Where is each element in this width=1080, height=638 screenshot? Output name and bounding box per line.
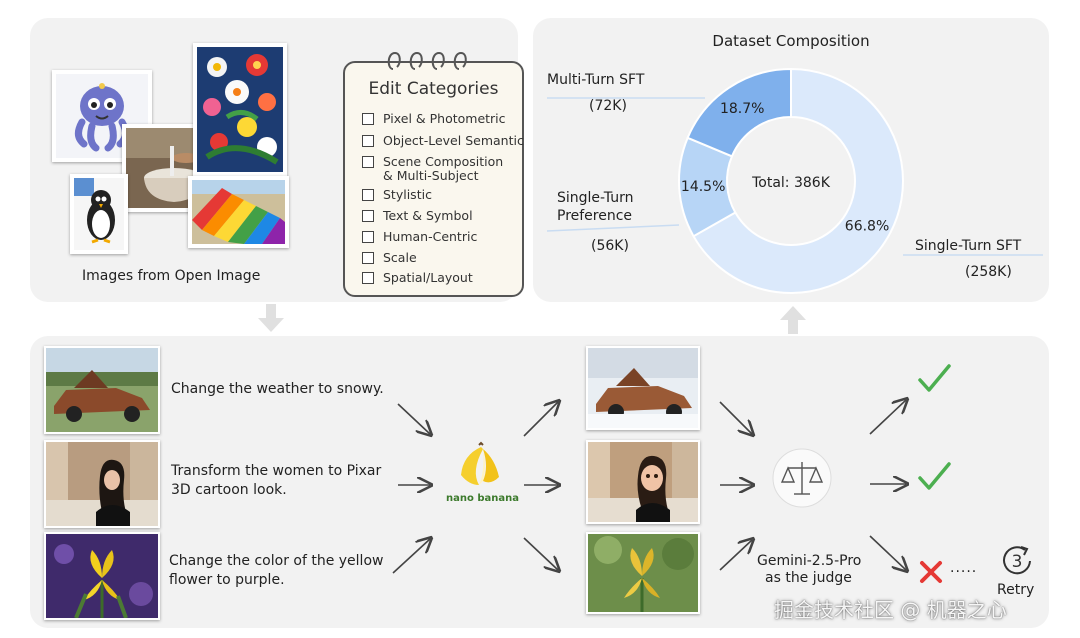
cross-mark-icon xyxy=(920,561,942,583)
donut-slices xyxy=(678,67,904,294)
penguin-sticker-photo xyxy=(70,174,128,254)
judge-label-line-1: Gemini-2.5-Pro xyxy=(757,553,862,569)
source-images-panel: Images from Open Image Edit Categories P… xyxy=(30,18,524,302)
leader-line xyxy=(546,224,680,232)
slice-count-label: (258K) xyxy=(965,264,1012,280)
source-woman-photo xyxy=(44,440,160,528)
slice-name-label: Multi-Turn SFT xyxy=(547,72,645,88)
arrow-out1-to-judge xyxy=(719,401,752,434)
arrow-judge-to-cross xyxy=(869,535,906,570)
hot-air-balloon-photo xyxy=(188,176,289,248)
checkbox-icon xyxy=(362,189,374,201)
checkbox-icon xyxy=(362,113,374,125)
check-mark-icon xyxy=(918,462,951,490)
slice-name-label: Single-Turn SFT xyxy=(915,238,1022,254)
output-flower-photo xyxy=(586,532,700,614)
slice-labels: 66.8% 14.5% 18.7% Single-Turn SFT (258K) Sing… xyxy=(547,72,1022,280)
up-arrow-icon xyxy=(780,306,806,334)
scales-of-justice-icon xyxy=(772,448,832,508)
svg-text:3: 3 xyxy=(1012,552,1023,572)
checkbox-icon xyxy=(362,252,374,264)
checkbox-icon xyxy=(362,156,374,168)
donut-slice-single-turn-sft xyxy=(692,67,904,294)
check-mark-icon xyxy=(918,364,951,392)
dataset-composition-panel: Dataset Composition 66.8% 14.5% 18.7% Singl… xyxy=(533,18,1049,302)
arrow-prompt1-to-model xyxy=(397,403,430,434)
prompt-3-line-2: flower to purple. xyxy=(169,572,285,588)
pipeline-arrows xyxy=(392,336,1049,628)
down-arrow-icon xyxy=(258,304,284,332)
chart-title: Dataset Composition xyxy=(712,32,869,50)
watermark: 掘金技术社区 @ 机器之心 xyxy=(774,598,1007,622)
prompt-2-line-2: 3D cartoon look. xyxy=(171,482,287,498)
donut-slice-multi-turn-sft xyxy=(686,67,792,158)
checkbox-icon xyxy=(362,231,374,243)
checkbox-icon xyxy=(362,210,374,222)
slice-count-label: (72K) xyxy=(589,98,627,114)
banana-icon xyxy=(461,441,499,485)
slice-percent-label: 18.7% xyxy=(720,101,764,117)
retry-label: Retry xyxy=(997,582,1035,598)
leader-lines xyxy=(546,97,1043,256)
images-caption: Images from Open Image xyxy=(82,268,261,284)
slice-count-label: (56K) xyxy=(591,238,629,254)
arrow-model-to-out3 xyxy=(523,537,558,570)
arrow-prompt3-to-model xyxy=(392,539,430,574)
arrow-out3-to-judge xyxy=(719,540,752,571)
prompt-3-line-1: Change the color of the yellow xyxy=(169,553,384,569)
source-flower-photo xyxy=(44,532,160,620)
checkbox-icon xyxy=(362,135,374,147)
pipeline-panel: Change the weather to snowy. Transform t… xyxy=(30,336,1049,628)
octopus-toy-photo xyxy=(52,70,152,162)
flower-painting-photo xyxy=(193,43,287,176)
notebook-spiral-rings xyxy=(387,51,467,70)
edit-categories-notebook: Edit Categories Pixel & Photometric Obje… xyxy=(343,51,524,297)
notebook-title: Edit Categories xyxy=(368,79,499,99)
donut-chart: Dataset Composition 66.8% 14.5% 18.7% Singl… xyxy=(546,32,1043,294)
center-total-label: Total: 386K xyxy=(751,175,831,191)
slice-percent-label: 66.8% xyxy=(845,218,889,234)
retry-icon: 3 xyxy=(1003,546,1031,575)
model-label: nano banana xyxy=(446,493,519,504)
source-car-photo xyxy=(44,346,160,434)
slice-percent-label: 14.5% xyxy=(681,179,725,195)
arrow-judge-to-check1 xyxy=(869,400,906,435)
arrow-model-to-out1 xyxy=(523,402,558,437)
judge-label-line-2: as the judge xyxy=(765,570,852,586)
output-pixar-woman-photo xyxy=(586,440,700,524)
prompt-2-line-1: Transform the women to Pixar xyxy=(171,463,382,479)
output-snowy-car-photo xyxy=(586,346,700,430)
checkbox-icon xyxy=(362,272,374,284)
slice-name-label: Single-Turn xyxy=(557,190,634,206)
slice-name-label: Preference xyxy=(557,208,632,224)
retry-dots: ..... xyxy=(950,560,978,576)
prompt-1-line-1: Change the weather to snowy. xyxy=(171,381,384,397)
